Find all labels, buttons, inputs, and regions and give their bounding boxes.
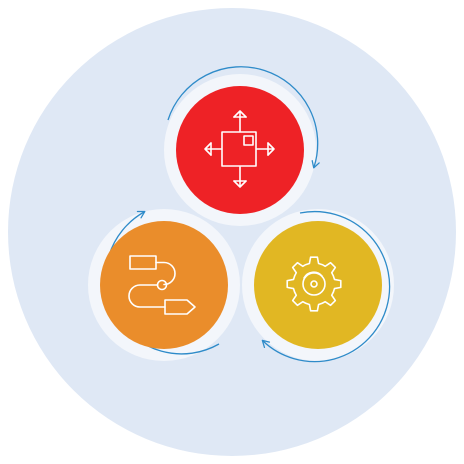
gear-refresh-icon <box>286 256 342 312</box>
settings-cycle-node <box>254 221 382 349</box>
flowchart-icon <box>128 255 196 315</box>
cycle-arrow-right <box>261 210 391 363</box>
yellow-circle <box>254 221 382 349</box>
cycle-arrow-top <box>167 66 320 169</box>
red-circle <box>176 86 304 214</box>
move-node <box>176 86 304 214</box>
move-arrows-icon <box>204 110 275 188</box>
process-flow-node <box>100 221 228 349</box>
